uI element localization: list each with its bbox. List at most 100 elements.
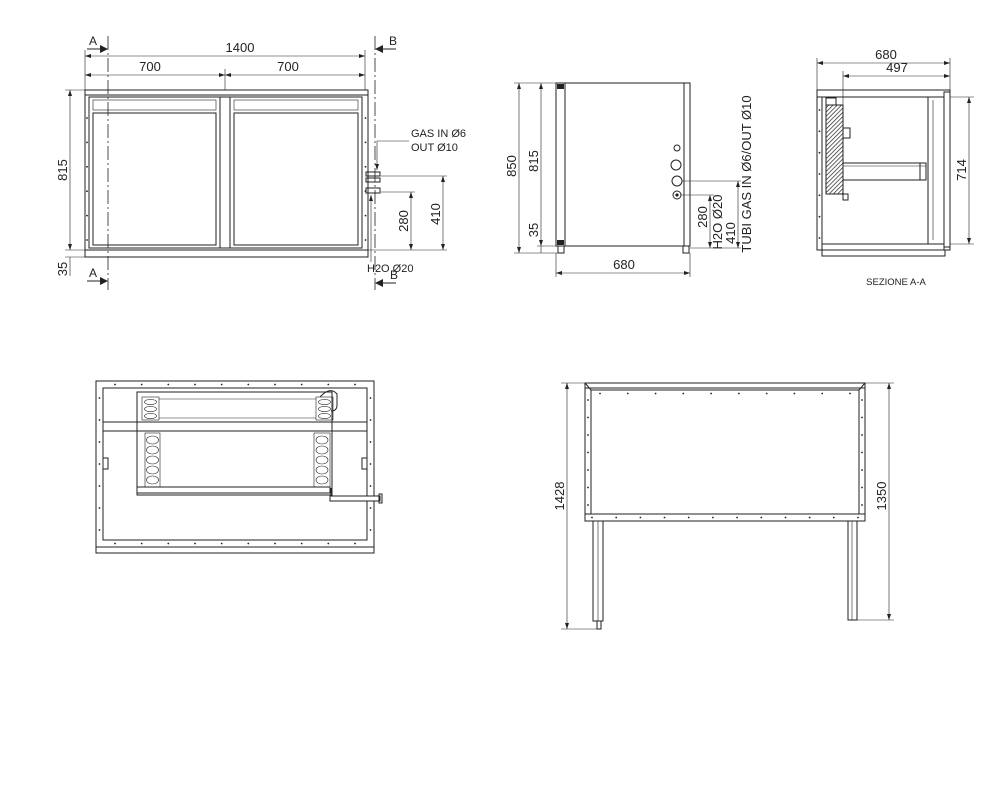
rivet-dot bbox=[587, 416, 589, 419]
plan-coils bbox=[144, 399, 331, 485]
coil-loop bbox=[146, 465, 159, 475]
rivet-dot bbox=[818, 109, 821, 111]
dim-inner-depth-label: 497 bbox=[886, 60, 908, 75]
rivet-dot bbox=[712, 516, 714, 519]
rivet-dot bbox=[369, 441, 372, 443]
section-rivets bbox=[818, 109, 821, 239]
coil-top-right bbox=[315, 396, 334, 421]
rivet-dot bbox=[86, 214, 88, 217]
rivet-dot bbox=[327, 542, 330, 545]
rivet-dot bbox=[220, 542, 223, 545]
rivet-dot bbox=[587, 399, 589, 401]
rivet-dot bbox=[654, 392, 657, 395]
side-view: 850 815 35 680 280 H2O Ø20 410 TUBI GAS … bbox=[504, 82, 754, 277]
rivet-dot bbox=[710, 392, 712, 395]
outlet-pipe-end bbox=[378, 493, 383, 504]
rivet-dot bbox=[587, 504, 589, 506]
rivet-dot bbox=[818, 173, 821, 175]
coil-loop bbox=[144, 406, 157, 412]
side-top-hinge bbox=[557, 84, 564, 89]
rivet-dot bbox=[98, 441, 101, 443]
rivet-dot bbox=[364, 141, 367, 144]
rivet-dot bbox=[682, 392, 685, 395]
section-base bbox=[821, 243, 945, 251]
rivet-dot bbox=[354, 542, 356, 545]
section-a-bottom-arrow bbox=[100, 277, 108, 285]
door-right bbox=[229, 96, 363, 249]
section-view: 680 497 714 SEZIONE A-A bbox=[816, 47, 974, 288]
rivet-dot bbox=[369, 463, 372, 465]
section-title: SEZIONE A-A bbox=[866, 277, 926, 288]
rivet-dot bbox=[818, 130, 821, 133]
door-left-handle bbox=[92, 99, 217, 111]
coil-loop bbox=[315, 475, 329, 485]
side-hinge-strip bbox=[555, 82, 566, 247]
dim-door-left-label: 700 bbox=[139, 59, 161, 74]
shelf-support bbox=[919, 162, 927, 181]
water-label: H2O Ø20 bbox=[367, 263, 413, 275]
rivet-dot bbox=[861, 451, 863, 454]
rivet-dot bbox=[327, 383, 330, 386]
elevation-corner-left bbox=[584, 382, 592, 391]
rivet-dot bbox=[587, 469, 589, 471]
side-body bbox=[555, 82, 691, 247]
rivet-dot bbox=[274, 383, 276, 386]
plan-crossbar bbox=[102, 421, 368, 432]
section-door bbox=[927, 96, 945, 245]
rivet-dot bbox=[738, 392, 740, 395]
rivet-dot bbox=[194, 383, 196, 386]
dim-height-label: 815 bbox=[526, 150, 541, 172]
shelf bbox=[842, 162, 927, 181]
rivet-dot bbox=[247, 542, 250, 545]
coil-loop bbox=[315, 465, 329, 475]
rivet-dot bbox=[832, 516, 835, 519]
outlet-pipe bbox=[329, 495, 381, 502]
coil-loop bbox=[315, 445, 329, 455]
section-a-top-arrow bbox=[100, 45, 108, 53]
coil-loop bbox=[144, 413, 157, 419]
dim-total-height-label: 850 bbox=[504, 155, 519, 177]
door-right-handle bbox=[233, 99, 359, 111]
rivet-dot bbox=[821, 392, 824, 395]
door-left-glass bbox=[92, 112, 217, 246]
rivet-dot bbox=[220, 383, 223, 386]
cabinet-outline bbox=[84, 89, 369, 258]
gas-in-pipe bbox=[365, 171, 381, 177]
condenser-frame bbox=[136, 391, 333, 496]
rivet-dot bbox=[818, 194, 821, 197]
rivet-dot bbox=[861, 399, 863, 401]
dim-total-height-label: 1428 bbox=[552, 482, 567, 511]
coil-loop bbox=[146, 435, 159, 445]
gas-leader-line bbox=[375, 140, 409, 170]
door-left bbox=[88, 96, 221, 249]
door-right-glass bbox=[233, 112, 359, 246]
front-rivets bbox=[86, 117, 367, 241]
water-port-center bbox=[675, 193, 679, 197]
dim-gas-height-label: 410 bbox=[428, 203, 443, 225]
section-door-profile bbox=[943, 91, 951, 248]
rivet-dot bbox=[86, 165, 88, 168]
rivet-dot bbox=[687, 516, 690, 519]
rivet-dot bbox=[591, 516, 593, 519]
side-bottom-hinge bbox=[557, 240, 564, 245]
coil-loop bbox=[318, 399, 331, 405]
plan-view bbox=[95, 380, 383, 554]
rivet-dot bbox=[861, 504, 863, 506]
rivet-dot bbox=[354, 383, 356, 386]
rivet-dot bbox=[861, 469, 863, 471]
section-b-top-label: B bbox=[389, 34, 397, 48]
gas-out-pipe bbox=[365, 177, 381, 183]
fan-motor bbox=[825, 97, 837, 106]
dim-inner-height-label: 714 bbox=[954, 159, 969, 181]
rivet-dot bbox=[818, 215, 821, 218]
rivet-dot bbox=[587, 451, 589, 454]
coil-loop bbox=[146, 455, 159, 465]
rivet-dot bbox=[626, 392, 629, 395]
dim-base-label: 35 bbox=[55, 262, 70, 276]
gas-port bbox=[671, 175, 683, 187]
rivet-dot bbox=[663, 516, 666, 519]
side-tab-left bbox=[102, 457, 109, 470]
rivet-dot bbox=[364, 214, 367, 217]
gas-in-port bbox=[673, 144, 681, 152]
